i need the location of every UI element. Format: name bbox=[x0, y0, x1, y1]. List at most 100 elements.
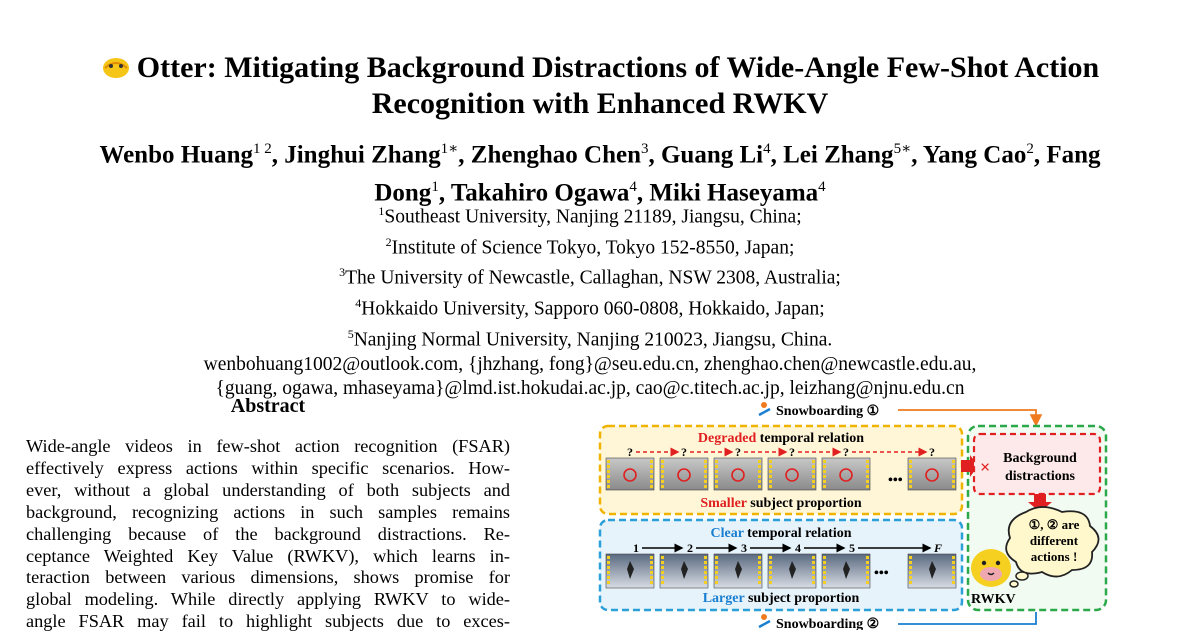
paper-title: Otter: Mitigating Background Distraction… bbox=[30, 50, 1170, 122]
frame-question-mark: ? bbox=[735, 445, 741, 459]
author-name: Yang Cao bbox=[922, 141, 1027, 169]
snowboarder-silhouette-icon bbox=[929, 561, 936, 579]
author-affil-sup: 2 bbox=[1026, 141, 1034, 157]
bottom-arrow bbox=[898, 612, 1037, 625]
author-name: Guang Li bbox=[660, 141, 764, 169]
top-video-label: Snowboarding ① bbox=[758, 402, 879, 419]
author-affil-sup: 4 bbox=[629, 179, 637, 196]
otter-mascot-icon bbox=[971, 549, 1011, 587]
degraded-frame bbox=[767, 457, 817, 491]
snowboarder-icon bbox=[758, 402, 771, 417]
frame-number: 3 bbox=[741, 541, 747, 555]
degraded-frame bbox=[659, 457, 709, 491]
degraded-frame bbox=[821, 457, 871, 491]
bubble-line-2: different bbox=[1030, 533, 1079, 548]
smaller-footer: Smaller subject proportion bbox=[700, 496, 861, 511]
teaser-figure: Snowboarding ① Degraded temporal relatio… bbox=[598, 402, 1108, 630]
snowboarder-silhouette-icon bbox=[789, 561, 796, 579]
abstract-line: global modeling. While directly applying… bbox=[26, 589, 510, 610]
bottom-video-label-text: Snowboarding ② bbox=[776, 617, 879, 630]
title-text-1: Otter: Mitigating Background Distraction… bbox=[136, 51, 1100, 84]
frame-number: 1 bbox=[633, 541, 639, 555]
bubble-line-3: actions ! bbox=[1031, 549, 1078, 564]
clear-frame bbox=[659, 553, 709, 589]
abstract-line: ever, without a global understanding of … bbox=[26, 479, 510, 500]
subject-circle-icon bbox=[623, 468, 637, 482]
email-line-1: wenbohuang1002@outlook.com, {jhzhang, fo… bbox=[203, 353, 977, 375]
affiliation-text: Southeast University, Nanjing 21189, Jia… bbox=[384, 206, 802, 228]
bubble-dot bbox=[1009, 580, 1019, 588]
subject-circle-icon bbox=[731, 468, 745, 482]
affiliation: 1Southeast University, Nanjing 21189, Ji… bbox=[20, 199, 1160, 230]
author-name: Lei Zhang bbox=[783, 141, 894, 169]
author-affil-sup: 4 bbox=[763, 141, 771, 157]
snowboarder-silhouette-icon bbox=[681, 561, 688, 579]
affiliation-sup: 3 bbox=[339, 265, 346, 280]
frame-number: 5 bbox=[849, 541, 855, 555]
degraded-frame bbox=[713, 457, 763, 491]
author-affil-sup: 3 bbox=[640, 141, 649, 157]
author-affil-sup: 1∗ bbox=[440, 141, 459, 157]
abstract-line: angle FSAR may fail to highlight subject… bbox=[26, 611, 510, 632]
degraded-title: Degraded temporal relation bbox=[698, 431, 864, 446]
clear-frame bbox=[907, 553, 957, 589]
clear-frame bbox=[713, 553, 763, 589]
abstract-heading: Abstract bbox=[230, 395, 306, 417]
affiliation: 5Nanjing Normal University, Nanjing 2100… bbox=[20, 322, 1160, 353]
frame-question-mark: ? bbox=[789, 445, 795, 459]
frame-question-mark: ? bbox=[843, 445, 849, 459]
email-line-2: {guang, ogawa, mhaseyama}@lmd.ist.hokuda… bbox=[215, 377, 965, 399]
abstract-line: ceptance Weighted Key Value (RWKV), whic… bbox=[26, 545, 510, 566]
larger-footer: Larger subject proportion bbox=[703, 591, 860, 606]
bubble-line-1: ①, ② are bbox=[1029, 517, 1080, 532]
affiliation-text: Institute of Science Tokyo, Tokyo 152-85… bbox=[391, 237, 795, 259]
subject-circle-icon bbox=[839, 468, 853, 482]
affiliation-text: Nanjing Normal University, Nanjing 21002… bbox=[353, 329, 833, 351]
bg-line-2: distractions bbox=[1005, 469, 1076, 484]
author-name: Takahiro Ogawa bbox=[450, 179, 630, 207]
snowboarder-icon bbox=[758, 614, 771, 629]
author-name: Jinghui Zhang bbox=[284, 141, 441, 169]
author-name: Wenbo Huang bbox=[99, 141, 253, 169]
top-ellipsis: ••• bbox=[888, 473, 903, 488]
top-arrow bbox=[898, 409, 1043, 427]
abstract-line: Wide-angle videos in few-shot action rec… bbox=[26, 436, 510, 456]
clear-frame bbox=[821, 553, 871, 589]
abstract-body: Wide-angle videos in few-shot action rec… bbox=[26, 436, 510, 633]
clear-frame bbox=[605, 553, 655, 589]
abstract-line: challenging because of the background di… bbox=[26, 523, 510, 544]
bottom-ellipsis: ••• bbox=[874, 566, 889, 581]
clear-frame bbox=[767, 553, 817, 589]
author-line-2: Dong1, Takahiro Ogawa4, Miki Haseyama4 bbox=[374, 179, 826, 207]
title-line-1: Otter: Mitigating Background Distraction… bbox=[30, 50, 1170, 86]
author-affil-sup: 4 bbox=[818, 179, 826, 196]
abstract-line: background, recognizing actions in such … bbox=[26, 501, 510, 522]
degraded-frames: ?????? bbox=[605, 445, 957, 491]
degraded-frame bbox=[605, 457, 655, 491]
down-pointer-arrow bbox=[1028, 494, 1052, 512]
affiliation: 4Hokkaido University, Sapporo 060-0808, … bbox=[20, 291, 1160, 322]
affiliation-sup: 4 bbox=[355, 296, 362, 311]
snowboarder-silhouette-icon bbox=[735, 561, 742, 579]
author-affil-sup: 5∗ bbox=[893, 141, 912, 157]
frame-number: F bbox=[933, 541, 942, 555]
frame-question-mark: ? bbox=[627, 445, 633, 459]
affiliation-list: 1Southeast University, Nanjing 21189, Ji… bbox=[20, 199, 1160, 401]
frame-question-mark: ? bbox=[681, 445, 687, 459]
author-list: Wenbo Huang1 2, Jinghui Zhang1∗, Zhengha… bbox=[20, 133, 1180, 210]
snowboarder-silhouette-icon bbox=[843, 561, 850, 579]
bg-line-1: Background bbox=[1003, 451, 1077, 466]
author-affil-sup: 1 2 bbox=[252, 141, 272, 157]
frame-question-mark: ? bbox=[929, 445, 935, 459]
affiliation: 2Institute of Science Tokyo, Tokyo 152-8… bbox=[20, 230, 1160, 261]
otter-logo-icon bbox=[102, 58, 129, 78]
author-name: Miki Haseyama bbox=[649, 179, 819, 207]
author-name: Zhenghao Chen bbox=[470, 141, 641, 169]
affiliation-text: The University of Newcastle, Callaghan, … bbox=[345, 267, 841, 289]
cross-mark-icon: × bbox=[980, 457, 990, 477]
author-line-1: Wenbo Huang1 2, Jinghui Zhang1∗, Zhengha… bbox=[99, 141, 1101, 169]
frame-number: 2 bbox=[687, 541, 693, 555]
subject-circle-icon bbox=[925, 468, 939, 482]
abstract-line: effectively express actions within speci… bbox=[26, 457, 510, 478]
